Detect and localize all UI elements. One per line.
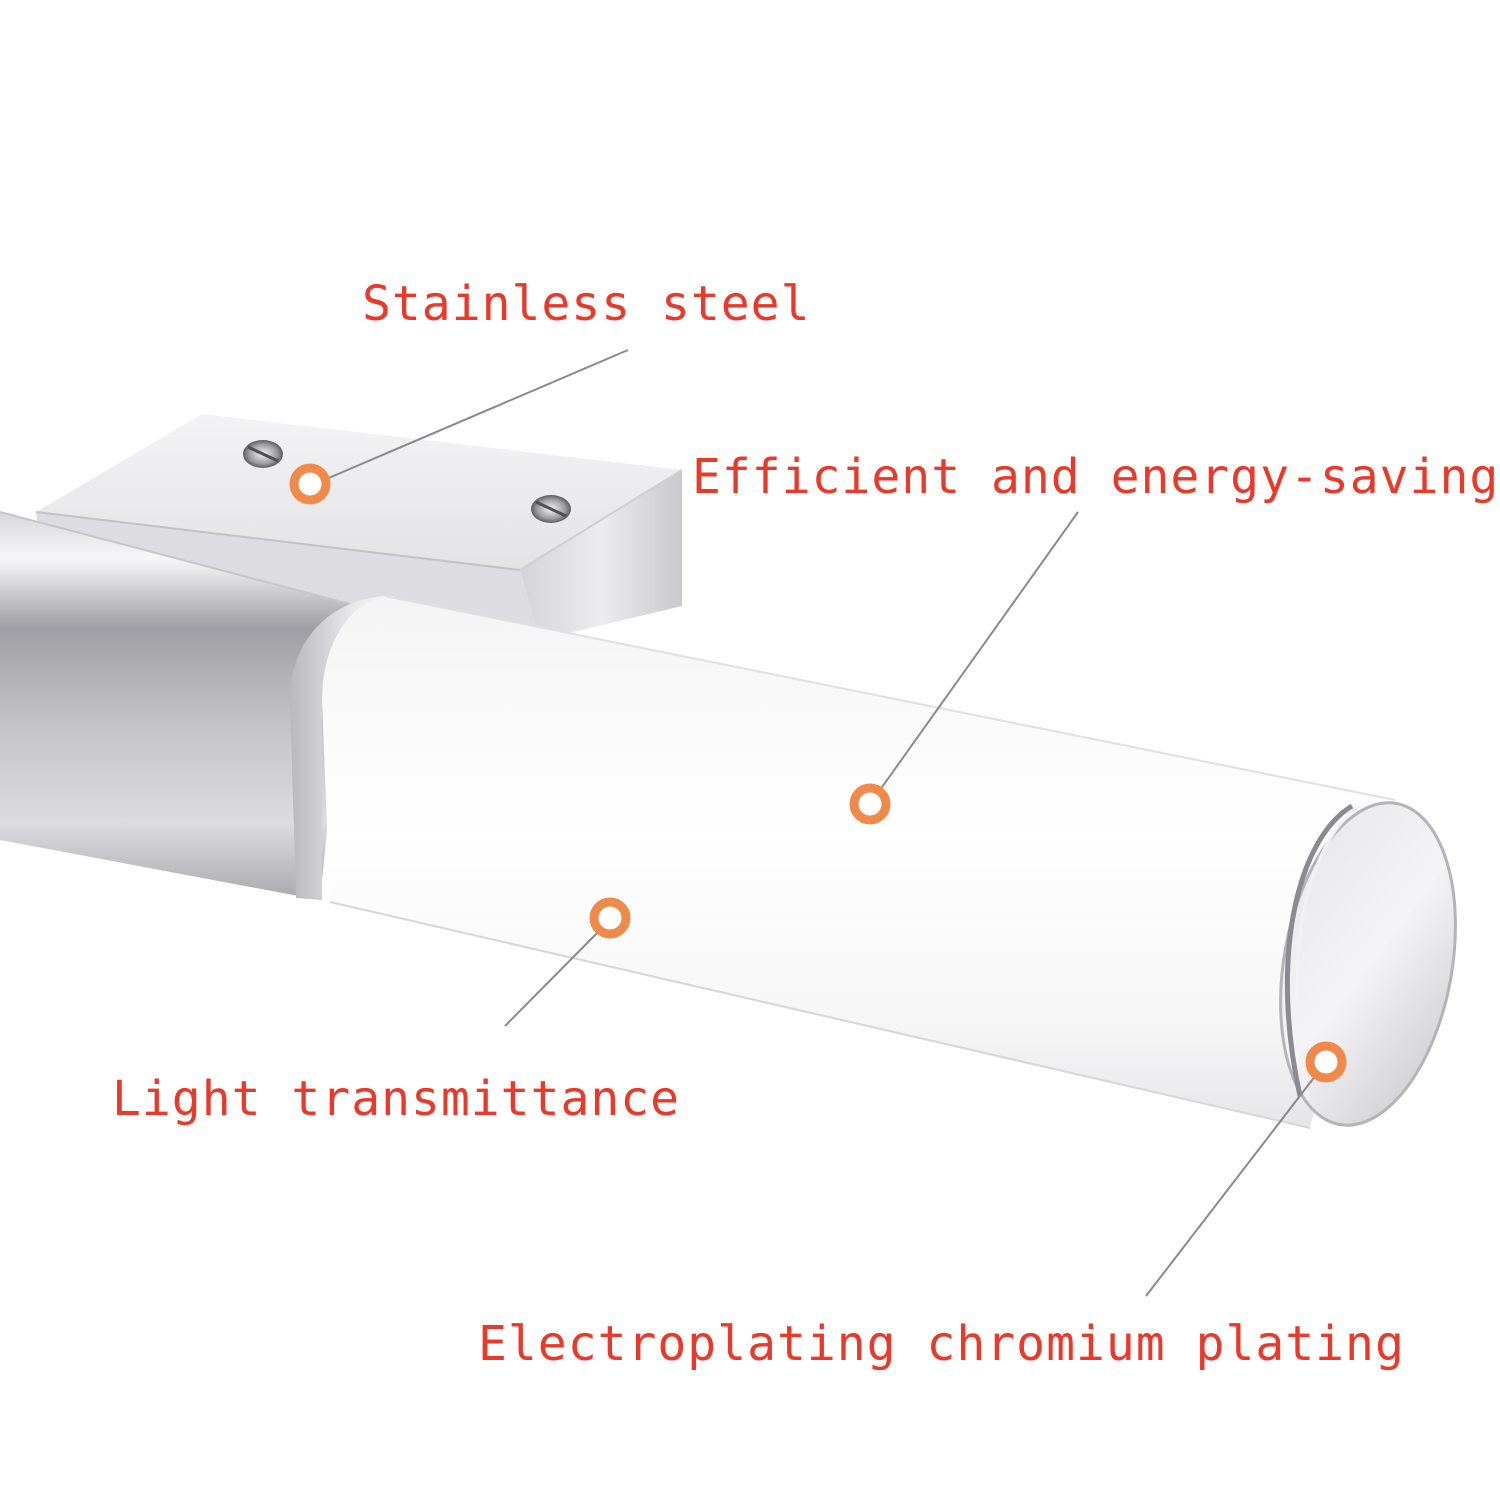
diffuser-tube [322,595,1396,1129]
callout-label-stainless-steel: Stainless steel [362,276,811,332]
chrome-collar [290,596,395,900]
leader-line-efficient [869,511,1079,805]
callout-marker-stainless [289,463,331,505]
callout-marker-chromium [1305,1041,1347,1083]
callout-label-efficient: Efficient and energy-saving [692,449,1500,505]
screw-icon [531,495,571,523]
leader-lines [309,349,1327,1297]
callout-marker-light [589,897,631,939]
callout-label-light-transmittance: Light transmittance [112,1071,681,1127]
callout-label-chromium-plating: Electroplating chromium plating [478,1316,1405,1372]
chrome-arm [0,511,351,900]
leader-line-chromium [1145,1061,1327,1297]
screw-icon [243,440,283,468]
leader-line-light [504,919,611,1027]
leader-line-stainless [309,349,629,487]
callout-marker-efficient [849,783,891,825]
